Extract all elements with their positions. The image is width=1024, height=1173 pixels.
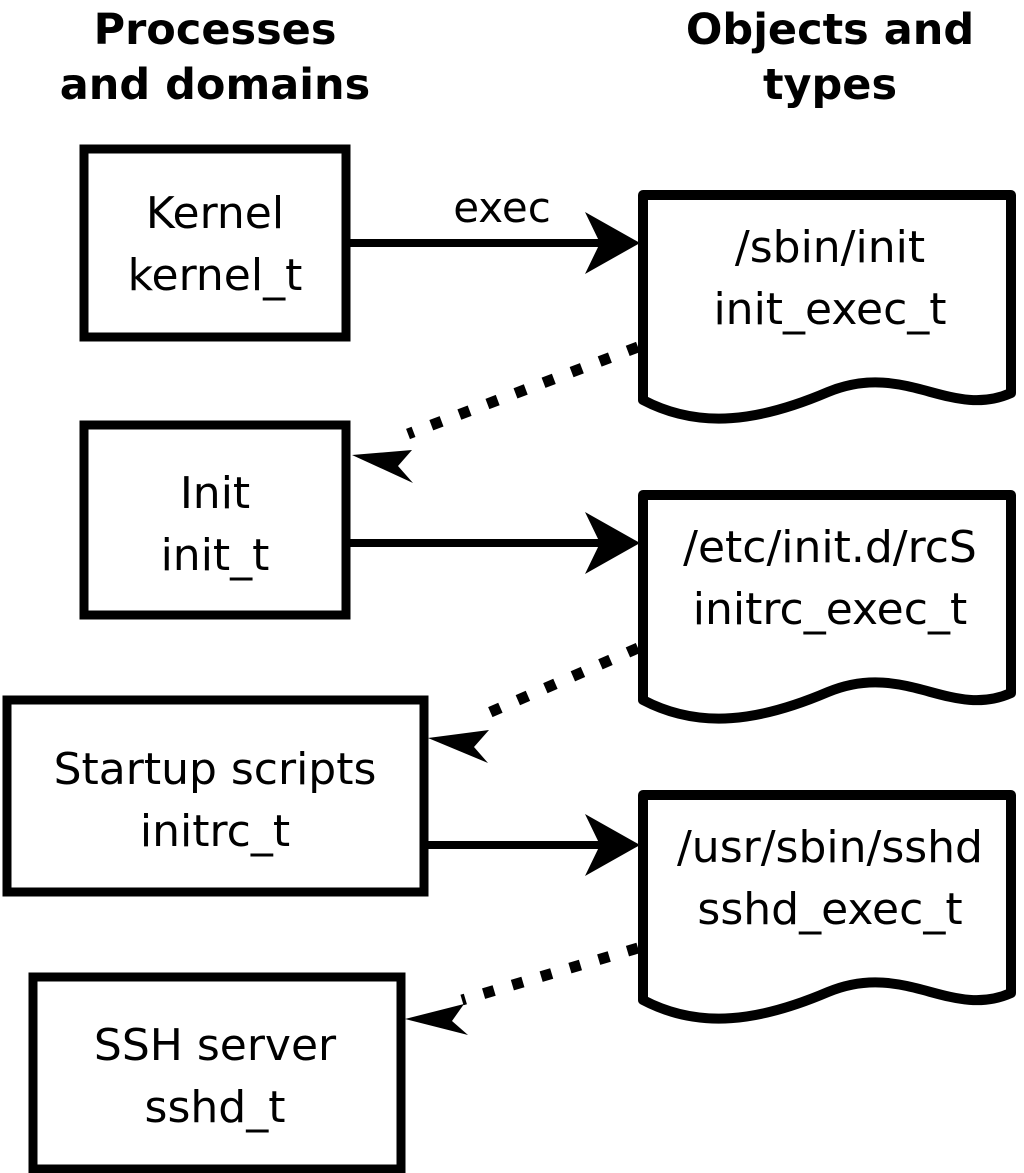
node-initrc_exec-line1: /etc/init.d/rcS bbox=[683, 522, 977, 573]
column-header-objects-line2: types bbox=[763, 60, 897, 110]
column-header-objects-line1: Objects and bbox=[686, 5, 974, 55]
node-sshd_exec-line1: /usr/sbin/sshd bbox=[677, 822, 983, 873]
node-sshd_exec-shape[interactable] bbox=[638, 790, 1016, 1024]
column-header-processes: Processes and domains bbox=[60, 5, 370, 110]
column-header-objects: Objects and types bbox=[686, 5, 974, 110]
node-initrc[interactable]: Startup scripts initrc_t bbox=[2, 695, 429, 897]
node-sshd-line2: sshd_t bbox=[145, 1082, 286, 1133]
edge-initrc_exec-transition-initrc-line bbox=[483, 642, 641, 720]
edge-label-exec: exec bbox=[453, 183, 551, 232]
node-sshd[interactable]: SSH server sshd_t bbox=[28, 972, 406, 1173]
node-init-box[interactable] bbox=[79, 420, 351, 620]
column-header-processes-line2: and domains bbox=[60, 60, 370, 110]
edge-init_exec-transition-init bbox=[352, 341, 640, 483]
edge-init-exec-initrc_exec-arrowhead bbox=[585, 512, 640, 574]
node-init_exec-shape[interactable] bbox=[638, 190, 1016, 424]
edge-sshd_exec-transition-sshd bbox=[405, 942, 640, 1035]
node-init_exec-line1: /sbin/init bbox=[735, 222, 925, 273]
node-initrc_exec-line2: initrc_exec_t bbox=[693, 584, 967, 635]
node-sshd_exec-line2: sshd_exec_t bbox=[697, 884, 962, 935]
edge-initrc_exec-transition-initrc-arrowhead bbox=[428, 730, 489, 763]
edge-sshd_exec-transition-sshd-arrowhead bbox=[405, 1004, 468, 1035]
edge-initrc_exec-transition-initrc bbox=[428, 642, 641, 763]
node-init-line1: Init bbox=[180, 468, 250, 519]
edge-init_exec-transition-init-arrowhead bbox=[352, 450, 413, 483]
node-initrc_exec-shape[interactable] bbox=[638, 490, 1016, 724]
edge-kernel-exec-init_exec: exec bbox=[350, 183, 640, 274]
edge-init-exec-initrc_exec bbox=[350, 512, 640, 574]
node-kernel-line2: kernel_t bbox=[128, 250, 303, 301]
node-init[interactable]: Init init_t bbox=[79, 420, 351, 620]
column-header-processes-line1: Processes bbox=[94, 5, 337, 55]
node-init-line2: init_t bbox=[161, 530, 270, 581]
node-sshd_exec[interactable]: /usr/sbin/sshd sshd_exec_t bbox=[638, 790, 1016, 1024]
node-kernel-line1: Kernel bbox=[146, 188, 284, 239]
edge-initrc-exec-sshd_exec bbox=[428, 814, 640, 876]
node-initrc-line2: initrc_t bbox=[140, 806, 290, 857]
node-init_exec[interactable]: /sbin/init init_exec_t bbox=[638, 190, 1016, 424]
node-initrc-line1: Startup scripts bbox=[54, 744, 377, 795]
edge-init_exec-transition-init-line bbox=[406, 341, 640, 440]
node-kernel[interactable]: Kernel kernel_t bbox=[79, 144, 351, 342]
edge-initrc-exec-sshd_exec-arrowhead bbox=[585, 814, 640, 876]
node-init_exec-line2: init_exec_t bbox=[713, 284, 946, 335]
edge-sshd_exec-transition-sshd-line bbox=[460, 942, 640, 1006]
node-sshd-line1: SSH server bbox=[94, 1020, 337, 1071]
node-sshd-box[interactable] bbox=[28, 972, 406, 1173]
node-kernel-box[interactable] bbox=[79, 144, 351, 342]
edge-kernel-exec-init_exec-arrowhead bbox=[585, 212, 640, 274]
node-initrc_exec[interactable]: /etc/init.d/rcS initrc_exec_t bbox=[638, 490, 1016, 724]
node-initrc-box[interactable] bbox=[2, 695, 429, 897]
